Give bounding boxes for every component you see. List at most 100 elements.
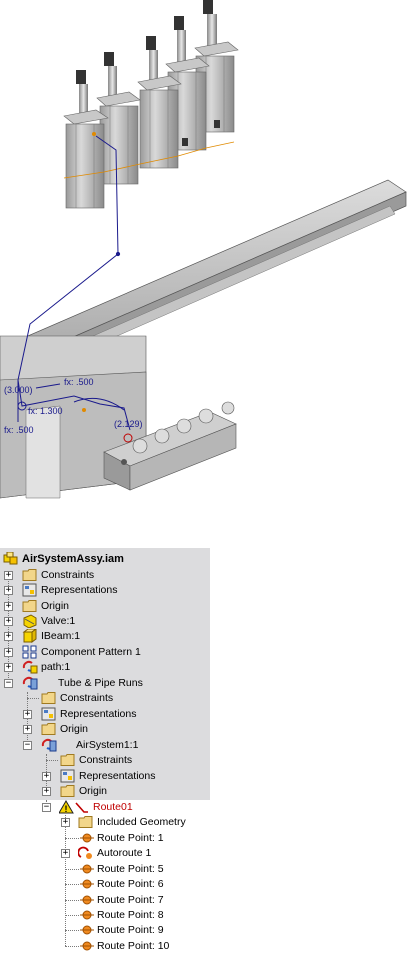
tree-item-route-point-1[interactable]: Route Point: 1: [0, 831, 210, 846]
expand-toggle[interactable]: +: [4, 601, 13, 611]
tree-item-valve[interactable]: + Valve:1: [0, 614, 210, 629]
tree-item-as-representations[interactable]: + Representations: [0, 769, 210, 784]
tree-line: [65, 838, 79, 839]
tree-item-runs-representations[interactable]: + Representations: [0, 707, 210, 722]
route-point-icon: [80, 925, 94, 935]
tree-item-constraints[interactable]: + Constraints: [0, 568, 210, 583]
folder-icon: [41, 723, 56, 735]
tree-item-route01[interactable]: − ! Route01: [0, 800, 210, 815]
route-point-icon: [80, 879, 94, 889]
tree-item-autoroute-1[interactable]: + Autoroute 1: [0, 846, 210, 861]
route-point-icon: [80, 895, 94, 905]
route-point-icon: [80, 864, 94, 874]
dim-label-2: fx: .500: [64, 377, 94, 387]
tree-item-label: Route Point: 1: [97, 832, 164, 844]
tree-item-route-point-7[interactable]: Route Point: 7: [0, 893, 210, 908]
tree-item-label: Route Point: 5: [97, 863, 164, 875]
expand-toggle[interactable]: +: [4, 647, 13, 657]
expand-toggle[interactable]: +: [61, 817, 70, 827]
tree-item-origin[interactable]: + Origin: [0, 599, 210, 614]
valve[interactable]: [103, 401, 237, 491]
tree-item-label: Representations: [79, 770, 156, 782]
collapse-toggle[interactable]: −: [23, 740, 32, 750]
warning-route-icon: !: [59, 800, 88, 814]
adaptive-part-icon: [22, 660, 38, 674]
tree-item-label: Constraints: [41, 569, 95, 581]
tree-line: [65, 869, 79, 870]
dim-label-3: fx: 1.300: [28, 406, 63, 416]
tree-line: [65, 915, 79, 916]
tree-item-label: Route Point: 6: [97, 878, 164, 890]
route-sketch[interactable]: [17, 135, 133, 443]
tree-line: [65, 930, 79, 931]
tube-pipe-run-icon: [41, 738, 57, 752]
tree-item-route-point-5[interactable]: Route Point: 5: [0, 862, 210, 877]
tree-item-runs-origin[interactable]: + Origin: [0, 722, 210, 737]
tree-item-label: Route Point: 9: [97, 924, 164, 936]
dim-label-5: (2.129): [114, 419, 143, 429]
collapse-toggle[interactable]: −: [4, 678, 13, 688]
tree-item-label: Component Pattern 1: [41, 646, 141, 658]
tree-item-label: Route Point: 8: [97, 909, 164, 921]
tree-item-label: path:1: [41, 661, 71, 673]
dim-label-4: fx: .500: [4, 425, 34, 435]
tree-item-runs-constraints[interactable]: Constraints: [0, 691, 210, 706]
autoroute-icon: [78, 846, 92, 859]
representations-icon: [60, 769, 75, 783]
folder-icon: [22, 600, 37, 612]
expand-toggle[interactable]: +: [4, 662, 13, 672]
expand-toggle[interactable]: +: [42, 786, 51, 796]
tree-item-label: AirSystem1:1: [76, 739, 139, 751]
tree-line: [27, 698, 39, 699]
folder-icon: [22, 569, 37, 581]
tree-item-route-point-10[interactable]: Route Point: 10: [0, 939, 210, 954]
tree-item-included-geometry[interactable]: + Included Geometry: [0, 815, 210, 830]
tree-item-route-point-9[interactable]: Route Point: 9: [0, 923, 210, 938]
tree-item-ibeam[interactable]: + IBeam:1: [0, 629, 210, 644]
dim-label-1: (3.000): [4, 385, 33, 395]
folder-icon: [60, 754, 75, 766]
part-icon: [23, 614, 37, 628]
tree-item-route-point-6[interactable]: Route Point: 6: [0, 877, 210, 892]
route-point-icon: [80, 833, 94, 843]
tree-item-representations[interactable]: + Representations: [0, 583, 210, 598]
expand-toggle[interactable]: +: [4, 570, 13, 580]
tree-item-path[interactable]: + path:1: [0, 660, 210, 675]
folder-icon: [41, 692, 56, 704]
tree-item-label: Included Geometry: [97, 816, 186, 828]
tree-line: [65, 884, 79, 885]
tree-item-airsystem[interactable]: − AirSystem1:1: [0, 738, 210, 753]
tree-item-label: Constraints: [79, 754, 133, 766]
folder-icon: [78, 816, 93, 828]
representations-icon: [41, 707, 56, 721]
ibeam[interactable]: [0, 179, 407, 379]
tree-root-label: AirSystemAssy.iam: [22, 553, 124, 565]
pattern-icon: [22, 645, 37, 659]
model-viewport[interactable]: (3.000) fx: .500 fx: 1.300 fx: .500 (2.1…: [0, 0, 420, 548]
expand-toggle[interactable]: +: [4, 616, 13, 626]
tree-item-tube-pipe-runs[interactable]: − Tube & Pipe Runs: [0, 676, 210, 691]
tree-item-as-constraints[interactable]: Constraints: [0, 753, 210, 768]
expand-toggle[interactable]: +: [23, 724, 32, 734]
expand-toggle[interactable]: +: [4, 631, 13, 641]
assembly-3d-view[interactable]: (3.000) fx: .500 fx: 1.300 fx: .500 (2.1…: [0, 0, 420, 548]
cylinder-pattern[interactable]: [63, 0, 239, 209]
expand-toggle[interactable]: +: [23, 709, 32, 719]
expand-toggle[interactable]: +: [4, 585, 13, 595]
collapse-toggle[interactable]: −: [42, 802, 51, 812]
tree-root[interactable]: AirSystemAssy.iam: [0, 552, 210, 567]
tree-item-label: Route Point: 10: [97, 940, 170, 952]
tree-item-label: Representations: [41, 584, 118, 596]
tree-line: [8, 572, 9, 684]
svg-text:!: !: [65, 804, 68, 814]
tree-item-component-pattern[interactable]: + Component Pattern 1: [0, 645, 210, 660]
tree-item-route-point-8[interactable]: Route Point: 8: [0, 908, 210, 923]
expand-toggle[interactable]: +: [42, 771, 51, 781]
tree-item-as-origin[interactable]: + Origin: [0, 784, 210, 799]
tree-line: [65, 946, 79, 947]
tree-line: [65, 815, 66, 946]
folder-icon: [60, 785, 75, 797]
route-point-icon: [80, 910, 94, 920]
tube-pipe-runs-icon: [22, 676, 38, 690]
expand-toggle[interactable]: +: [61, 848, 70, 858]
